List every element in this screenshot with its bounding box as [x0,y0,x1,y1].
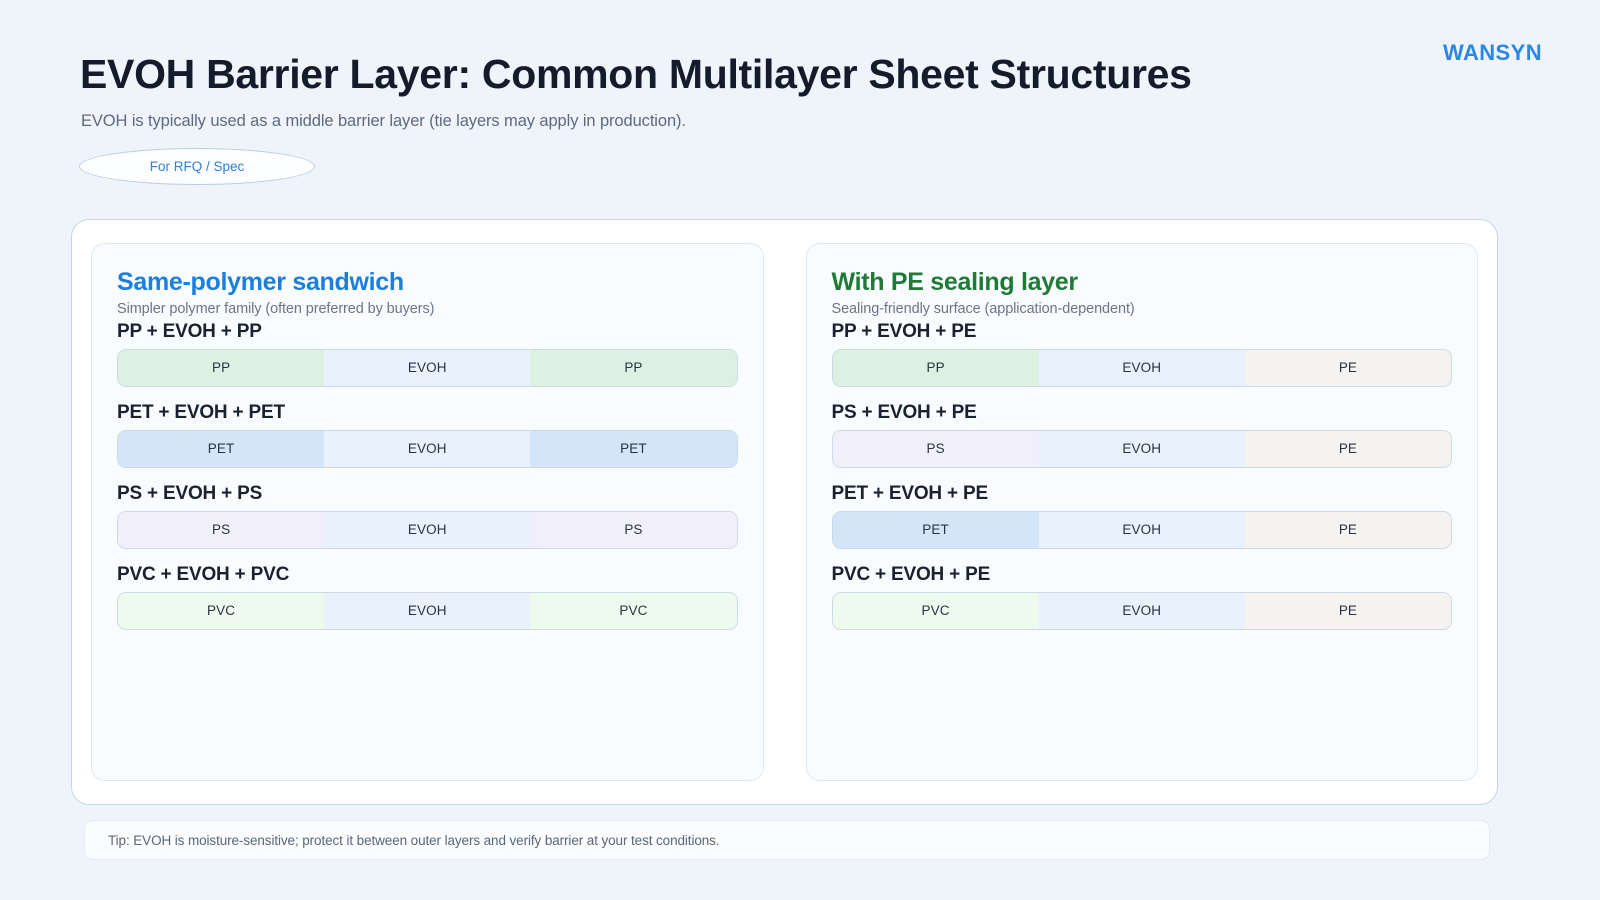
layer-segment-pet: PET [530,430,737,467]
layer-segment-evoh: EVOH [324,592,531,629]
layer-segment-pe: PE [1244,592,1452,629]
layer-segment-pvc: PVC [530,592,737,629]
rfq-spec-badge[interactable]: For RFQ / Spec [79,148,315,185]
layer-segment-ps: PS [118,511,325,548]
tip-bar: Tip: EVOH is moisture-sensitive; protect… [84,820,1490,860]
rfq-spec-badge-label: For RFQ / Spec [149,159,245,174]
layer-segment-evoh: EVOH [324,349,531,386]
structure-label: PP + EVOH + PP [117,320,262,342]
layer-segment-pet: PET [118,430,325,467]
structure-label: PVC + EVOH + PVC [117,563,290,585]
structure-label: PVC + EVOH + PE [831,563,991,585]
structure-label: PS + EVOH + PS [117,482,263,504]
page-subtitle: EVOH is typically used as a middle barri… [81,112,686,130]
layer-segment-pet: PET [832,511,1039,548]
layer-segment-evoh: EVOH [324,511,531,548]
layer-segment-ps: PS [832,430,1039,467]
page-title: EVOH Barrier Layer: Common Multilayer Sh… [80,51,1192,97]
layer-segment-evoh: EVOH [1038,592,1245,629]
structure-label: PS + EVOH + PE [831,401,977,423]
brand-logo: WANSYN [1443,40,1542,65]
layer-segment-pp: PP [530,349,737,386]
structure-label: PET + EVOH + PET [117,401,285,423]
layer-segment-ps: PS [530,511,737,548]
layer-segment-evoh: EVOH [1038,430,1245,467]
layer-segment-pe: PE [1244,511,1452,548]
panel-title: With PE sealing layer [831,268,1079,296]
structure-label: PET + EVOH + PE [831,482,989,504]
layer-segment-pvc: PVC [832,592,1039,629]
tip-text: Tip: EVOH is moisture-sensitive; protect… [108,832,720,848]
layer-segment-pp: PP [832,349,1039,386]
layer-segment-pe: PE [1244,349,1452,386]
layer-segment-evoh: EVOH [1038,511,1245,548]
layer-segment-pe: PE [1244,430,1452,467]
panel-subtitle: Sealing-friendly surface (application-de… [831,300,1135,317]
structure-label: PP + EVOH + PE [831,320,977,342]
layer-segment-pp: PP [118,349,325,386]
layer-segment-evoh: EVOH [1038,349,1245,386]
panel-title: Same-polymer sandwich [117,268,404,296]
layer-segment-evoh: EVOH [324,430,531,467]
panel-subtitle: Simpler polymer family (often preferred … [117,300,435,317]
layer-segment-pvc: PVC [118,592,325,629]
